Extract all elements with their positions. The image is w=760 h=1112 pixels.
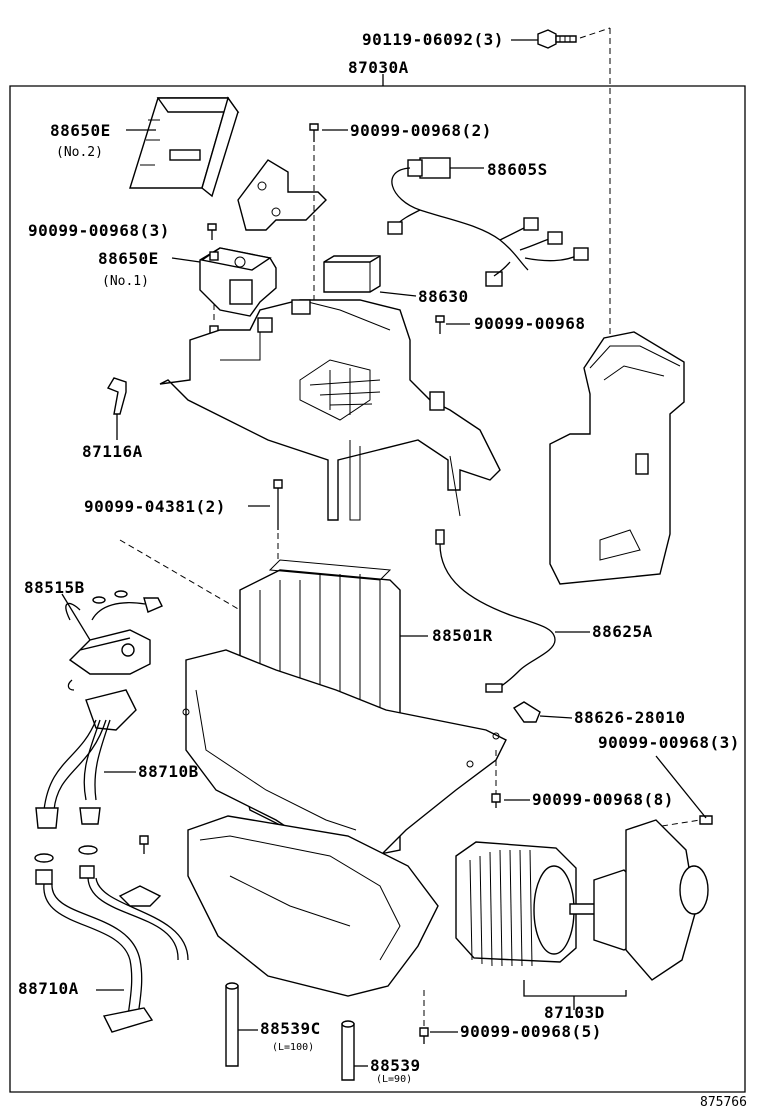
label-90099-00968-3a: 90099-00968(3) <box>28 221 170 240</box>
label-88626-28010: 88626-28010 <box>574 708 685 727</box>
amplifier-88650e-no2 <box>126 96 240 198</box>
label-88605s: 88605S <box>487 160 548 179</box>
label-88710a: 88710A <box>18 979 79 998</box>
air-duct <box>549 331 685 585</box>
pipe-88710b <box>35 689 137 829</box>
label-87030a: 87030A <box>348 58 409 77</box>
label-88515b: 88515B <box>24 578 85 597</box>
screw-top <box>309 123 348 300</box>
label-90099-00968-2: 90099-00968(2) <box>350 121 492 140</box>
label-88539-sub: (L=90) <box>376 1074 412 1085</box>
expansion-valve-88515b <box>61 539 241 691</box>
relay-88630 <box>323 255 417 297</box>
drain-hoses <box>225 982 458 1081</box>
label-88539: 88539 <box>370 1056 421 1075</box>
part-labels: 90119-06092(3) 87030A 88650E (No.2) 9009… <box>18 30 747 1110</box>
label-88630: 88630 <box>418 287 469 306</box>
label-88625a: 88625A <box>592 622 653 641</box>
label-88539c: 88539C <box>260 1019 321 1038</box>
label-88650e-no2-sub: (No.2) <box>56 145 103 160</box>
lower-case <box>182 649 507 871</box>
label-ref-875766: 875766 <box>700 1095 747 1110</box>
label-88710b: 88710B <box>138 762 199 781</box>
label-90099-00968: 90099-00968 <box>474 314 585 333</box>
assembly-frame <box>9 74 746 1093</box>
label-87116a: 87116A <box>82 442 143 461</box>
blower-87103d <box>455 755 713 1010</box>
screw-lower <box>491 750 530 808</box>
label-88539c-sub: (L=100) <box>272 1042 314 1053</box>
screw-amp <box>207 223 217 240</box>
label-88650e-no1-sub: (No.1) <box>102 274 149 289</box>
label-87103d: 87103D <box>544 1003 605 1022</box>
amplifier-88650e-no1 <box>171 247 277 335</box>
label-88650e-no2: 88650E <box>50 121 111 140</box>
label-88501r: 88501R <box>432 626 493 645</box>
clip-87116a <box>106 377 127 440</box>
thermistor-88625a <box>435 529 590 693</box>
label-90099-00968-3b: 90099-00968(3) <box>598 733 740 752</box>
label-90099-04381: 90099-04381(2) <box>84 497 226 516</box>
sensor-88626 <box>512 701 573 723</box>
pipe-88710a <box>34 835 189 1033</box>
bracket <box>237 159 327 231</box>
label-90099-00968-8: 90099-00968(8) <box>532 790 674 809</box>
label-90099-00968-5: 90099-00968(5) <box>460 1022 602 1041</box>
drain-case <box>187 815 439 997</box>
label-90119-06092: 90119-06092(3) <box>362 30 504 49</box>
wire-harness-88605s <box>387 157 589 287</box>
bolt-04381 <box>248 479 283 560</box>
screw-mid <box>435 315 470 334</box>
upper-case <box>159 299 501 521</box>
label-88650e-no1: 88650E <box>98 249 159 268</box>
